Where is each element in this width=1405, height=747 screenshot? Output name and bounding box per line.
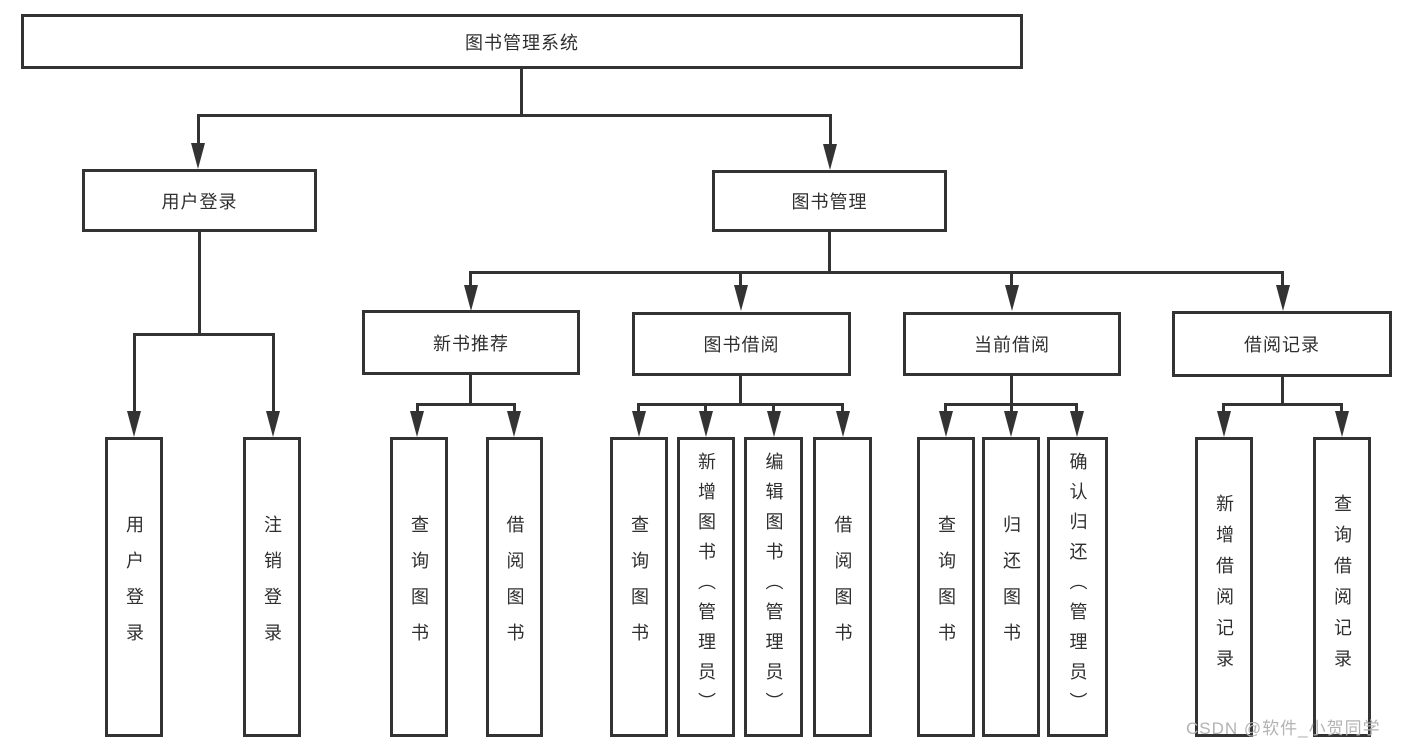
leaf-query-borrow-record: 查询借阅记录 [1313,437,1371,737]
connector-line [739,271,742,287]
leaf-label: 查询借阅记录 [1332,494,1352,680]
node-label: 图书管理 [791,192,868,212]
node-label: 图书管理系统 [465,32,579,53]
connector-line [944,403,947,413]
arrow-down-icon [1276,285,1290,311]
arrow-down-icon [410,411,424,437]
leaf-label: 新增借阅记录 [1214,494,1234,680]
connector-line [469,271,472,287]
arrow-down-icon [464,285,478,311]
arrow-down-icon [632,411,646,437]
node-label: 新书推荐 [433,333,509,354]
connector-line [1281,377,1284,406]
leaf-label: 借阅图书 [832,515,853,659]
connector-line [637,403,640,413]
arrow-down-icon [507,411,521,437]
node-borrowing-records: 借阅记录 [1172,311,1392,377]
leaf-label: 归还图书 [1001,515,1021,659]
connector-line [828,232,831,274]
leaf-return-book: 归还图书 [982,437,1040,737]
leaf-edit-book-admin: 编辑图书（管理员） [744,437,803,737]
leaf-borrow-books: 借阅图书 [813,437,872,737]
arrow-down-icon [1217,411,1231,437]
connector-line [1010,271,1013,287]
arrow-down-icon [699,411,713,437]
leaf-label: 查询图书 [409,515,429,659]
arrow-down-icon [266,411,280,437]
node-library-system: 图书管理系统 [21,14,1023,69]
arrow-down-icon [939,411,953,437]
node-label: 用户登录 [161,191,238,212]
node-book-borrowing: 图书借阅 [632,312,851,376]
leaf-label: 查询图书 [936,515,956,659]
arrow-down-icon [127,411,141,437]
leaf-add-book-admin: 新增图书（管理员） [677,437,735,737]
connector-line [1222,403,1343,406]
node-user-login: 用户登录 [82,169,317,232]
node-label: 借阅记录 [1244,335,1320,355]
leaf-label: 借阅图书 [504,515,525,659]
connector-line [1281,271,1284,287]
node-current-borrowing: 当前借阅 [903,312,1121,376]
connector-line [513,403,516,413]
connector-line [197,114,200,144]
connector-line [772,403,775,413]
arrow-down-icon [767,411,781,437]
arrow-down-icon [836,411,850,437]
connector-line [1010,403,1013,413]
node-book-management: 图书管理 [712,170,947,232]
leaf-query-books-borrowing: 查询图书 [610,437,668,737]
leaf-label: 确认归还（管理员） [1067,452,1088,722]
node-new-book-recommend: 新书推荐 [362,310,580,375]
connector-line [272,333,275,413]
arrow-down-icon [191,143,205,169]
connector-line [829,114,832,144]
connector-line [637,403,843,406]
connector-line [841,403,844,413]
leaf-borrow-books-recommend: 借阅图书 [486,437,543,737]
connector-line [469,375,472,406]
connector-line [416,403,419,413]
arrow-down-icon [823,144,837,170]
arrow-down-icon [1070,411,1084,437]
connector-line [1075,403,1078,413]
node-label: 图书借阅 [703,335,780,355]
leaf-logout: 注销登录 [243,437,301,737]
arrow-down-icon [1004,411,1018,437]
connector-line [197,114,832,117]
leaf-confirm-return-admin: 确认归还（管理员） [1047,437,1108,737]
arrow-down-icon [1335,411,1349,437]
leaf-add-borrow-record: 新增借阅记录 [1195,437,1253,737]
connector-line [704,403,707,413]
leaf-label: 用户登录 [124,515,144,659]
connector-line [1340,403,1343,413]
leaf-label: 新增图书（管理员） [696,452,716,722]
connector-line [133,333,136,413]
connector-line [416,403,516,406]
leaf-label: 编辑图书（管理员） [763,452,784,722]
connector-line [133,333,275,336]
csdn-watermark: CSDN @软件_小贺同学 [1186,719,1381,738]
leaf-user-login: 用户登录 [105,437,163,737]
connector-line [520,67,523,116]
leaf-query-books-recommend: 查询图书 [390,437,448,737]
connector-line [1010,376,1013,406]
connector-line [469,271,1284,274]
connector-line [198,232,201,336]
connector-line [739,376,742,406]
arrow-down-icon [1005,285,1019,311]
leaf-label: 注销登录 [262,515,282,659]
connector-line [1222,403,1225,413]
leaf-query-books-current: 查询图书 [917,437,975,737]
leaf-label: 查询图书 [629,515,649,659]
node-label: 当前借阅 [974,335,1050,355]
arrow-down-icon [734,285,748,311]
